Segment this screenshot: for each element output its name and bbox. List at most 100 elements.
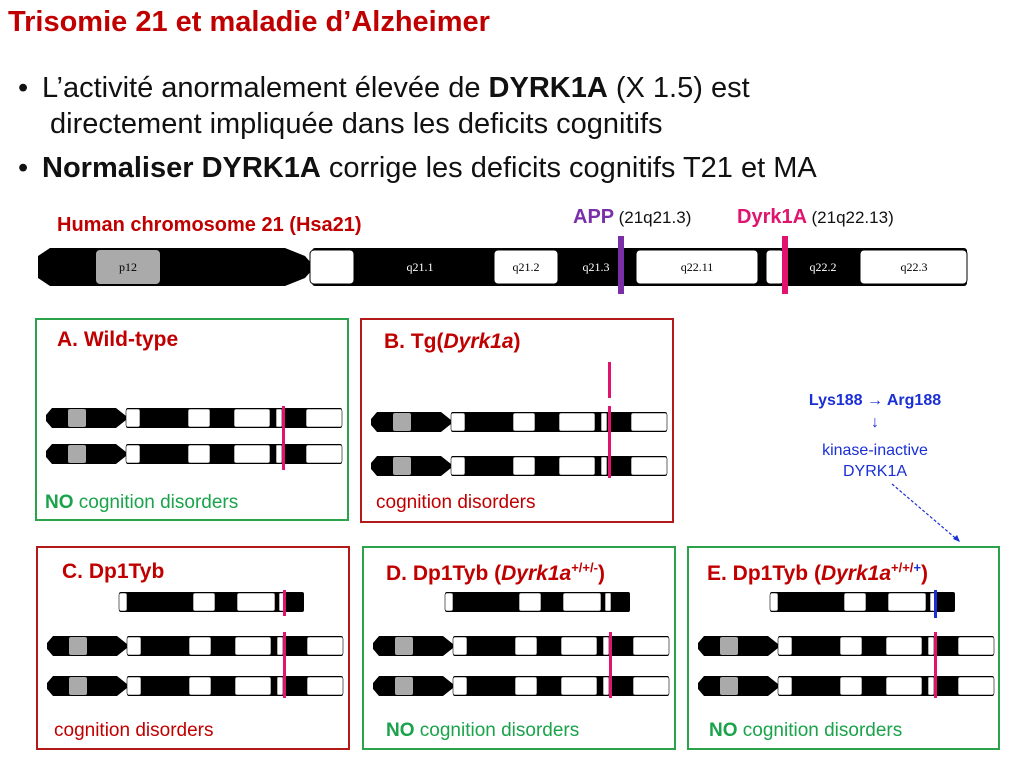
panel-e-chromosomes xyxy=(697,590,995,698)
status-text: cognition disorders xyxy=(737,720,903,741)
kinase-line-2: DYRK1A xyxy=(842,463,908,480)
bullet-dot: • xyxy=(18,152,29,184)
band-label-q21-3: q21.3 xyxy=(583,260,610,274)
band-label-p12: p12 xyxy=(119,260,137,274)
kinase-inactive-marker xyxy=(934,590,937,618)
band-q21-2 xyxy=(493,249,559,285)
mutation-label: Lys188 → Arg188 xyxy=(808,392,942,409)
status-no: NO xyxy=(45,492,74,513)
dyrk1a-gene-name: Dyrk1A xyxy=(737,206,808,228)
title-gene: Dyrk1a xyxy=(820,562,892,585)
title-gene: Dyrk1a xyxy=(501,562,572,585)
bullet-2-text-b: Normaliser DYRK1A xyxy=(42,152,321,184)
panel-a-chromosomes xyxy=(45,406,343,470)
panel-b-status: cognition disorders xyxy=(376,492,536,513)
title-part: B. Tg( xyxy=(384,330,444,353)
title-part: E. Dp1Tyb ( xyxy=(707,562,821,585)
down-arrow-icon: ↓ xyxy=(871,414,879,431)
slide-title: Trisomie 21 et maladie d’Alzheimer xyxy=(8,6,490,38)
band-label-q22-2: q22.2 xyxy=(810,260,837,274)
genotype-mutant: + xyxy=(913,560,922,575)
title-part: D. Dp1Tyb ( xyxy=(386,562,502,585)
app-gene-tag: APP (21q21.3) xyxy=(573,206,691,229)
band-p12 xyxy=(96,250,160,284)
dyrk1a-marker xyxy=(934,632,937,698)
panel-d-chromosomes xyxy=(372,591,670,698)
panel-c-status: cognition disorders xyxy=(54,720,214,741)
panel-b-chromosome-1 xyxy=(370,411,668,433)
bullet-2: • Normaliser DYRK1A corrige les deficits … xyxy=(18,150,817,186)
title-gene: Dyrk1a xyxy=(443,330,514,353)
mutation-pointer-arrow xyxy=(891,483,961,543)
panel-a-status: NO cognition disorders xyxy=(45,492,238,514)
panel-d-status: NO cognition disorders xyxy=(386,720,579,742)
title-part: ) xyxy=(921,562,929,585)
band-white-2 xyxy=(765,249,785,285)
app-gene-name: APP xyxy=(573,206,615,228)
panel-a-chromosome-2 xyxy=(45,443,343,465)
bullet-1-text-a: L’activité anormalement élevée de xyxy=(42,72,489,104)
panel-c-title: C. Dp1Tyb xyxy=(62,560,165,583)
panel-dp1tyb: C. Dp1Tyb cognition disorders xyxy=(36,546,350,750)
dashed-arrow-line xyxy=(891,483,961,543)
bullet-1: • L’activité anormalement élevée de DYRK1… xyxy=(18,70,750,142)
dyrk1a-marker xyxy=(283,590,286,616)
panel-e-chromosome-1 xyxy=(697,635,995,657)
dyrk1a-marker xyxy=(609,632,612,698)
app-gene-locus: (21q21.3) xyxy=(618,208,692,227)
status-text: cognition disorders xyxy=(73,492,239,513)
bullet-1-text-c: (X 1.5) est xyxy=(607,72,750,104)
panel-c-chromosome-2 xyxy=(46,675,344,697)
bullet-1-text-b: DYRK1A xyxy=(488,72,608,104)
band-label-q22-3: q22.3 xyxy=(901,260,928,274)
band-label-q22-11: q22.11 xyxy=(681,260,714,274)
title-genotype: +/+/- xyxy=(571,560,598,575)
chromosome-21-diagram: p12 q21.1 q21.2 q21.3 q22.11 q22.2 q22.3 xyxy=(38,236,968,294)
panel-e-duplication xyxy=(769,591,956,613)
bullet-2-text-c: corrige les deficits cognitifs T21 et MA xyxy=(320,152,817,184)
panel-dp1tyb-dyrk1a-het: D. Dp1Tyb (Dyrk1a+/+/-) NO cognition dis… xyxy=(362,546,676,750)
dyrk1a-marker xyxy=(283,632,286,698)
panel-e-chromosome-2 xyxy=(697,675,995,697)
dyrk1a-gene-tag: Dyrk1A (21q22.13) xyxy=(737,206,894,229)
panel-dp1tyb-dyrk1a-kinase-dead: E. Dp1Tyb (Dyrk1a+/+/+) NO cognition dis… xyxy=(687,546,1000,750)
panel-d-chromosome-1 xyxy=(372,635,670,657)
band-label-q21-2: q21.2 xyxy=(513,260,540,274)
status-no: NO xyxy=(709,720,738,741)
dyrk1a-marker xyxy=(608,406,611,478)
panel-tg-dyrk1a: B. Tg(Dyrk1a) cognition disorders xyxy=(360,318,674,523)
panel-d-title: D. Dp1Tyb (Dyrk1a+/+/-) xyxy=(386,560,605,586)
kinase-line-1: kinase-inactive xyxy=(822,442,928,459)
panel-wild-type: A. Wild-type NO cognition disorders xyxy=(35,318,349,521)
panel-d-duplication xyxy=(444,591,631,613)
genotype-part: +/+/ xyxy=(891,560,914,575)
panel-d-chromosome-2 xyxy=(372,675,670,697)
chromosome-p-arm xyxy=(38,248,312,286)
panel-b-title: B. Tg(Dyrk1a) xyxy=(384,330,521,354)
panel-c-chromosome-1 xyxy=(46,635,344,657)
chromosome-label: Human chromosome 21 (Hsa21) xyxy=(57,214,362,236)
band-white-1 xyxy=(309,249,355,285)
dyrk1a-gene-locus: (21q22.13) xyxy=(811,208,894,227)
dyrk1a-marker xyxy=(782,236,788,294)
title-part: ) xyxy=(597,562,605,585)
bullet-dot: • xyxy=(18,72,29,104)
band-label-q21-1: q21.1 xyxy=(407,260,434,274)
dyrk1a-transgene-marker xyxy=(608,362,611,398)
panel-a-title: A. Wild-type xyxy=(57,328,179,351)
title-genotype: +/+/+ xyxy=(891,560,921,575)
title-part: ) xyxy=(513,330,521,353)
band-q22-11 xyxy=(635,249,759,285)
panel-b-chromosome-2 xyxy=(370,455,668,477)
panel-a-chromosome-1 xyxy=(45,407,343,429)
status-no: NO xyxy=(386,720,415,741)
bullet-1-line2: directement impliquée dans les deficits … xyxy=(50,108,663,140)
panel-b-chromosomes xyxy=(370,362,668,478)
panel-e-status: NO cognition disorders xyxy=(709,720,902,742)
app-marker xyxy=(618,236,624,294)
panel-c-duplication xyxy=(118,591,305,613)
panel-c-chromosomes xyxy=(46,590,344,698)
band-q22-3 xyxy=(859,249,968,285)
arrow-head-icon xyxy=(953,535,960,542)
